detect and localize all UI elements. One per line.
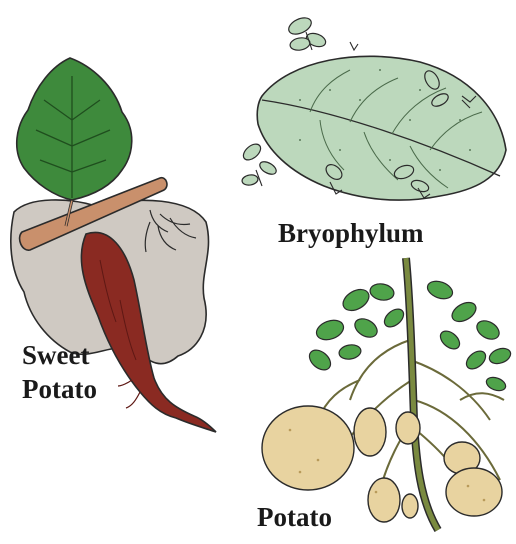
sweet-potato-label-line2: Potato — [22, 374, 97, 405]
potato-illustration — [262, 258, 513, 530]
sweet-potato-leaf — [17, 58, 132, 200]
bryophylum-label: Bryophylum — [278, 218, 424, 249]
sweet-potato-label-line1: Sweet — [22, 340, 89, 371]
potato-label: Potato — [257, 502, 332, 533]
bryophylum-illustration — [240, 15, 506, 200]
bryophylum-leaf — [257, 56, 506, 200]
